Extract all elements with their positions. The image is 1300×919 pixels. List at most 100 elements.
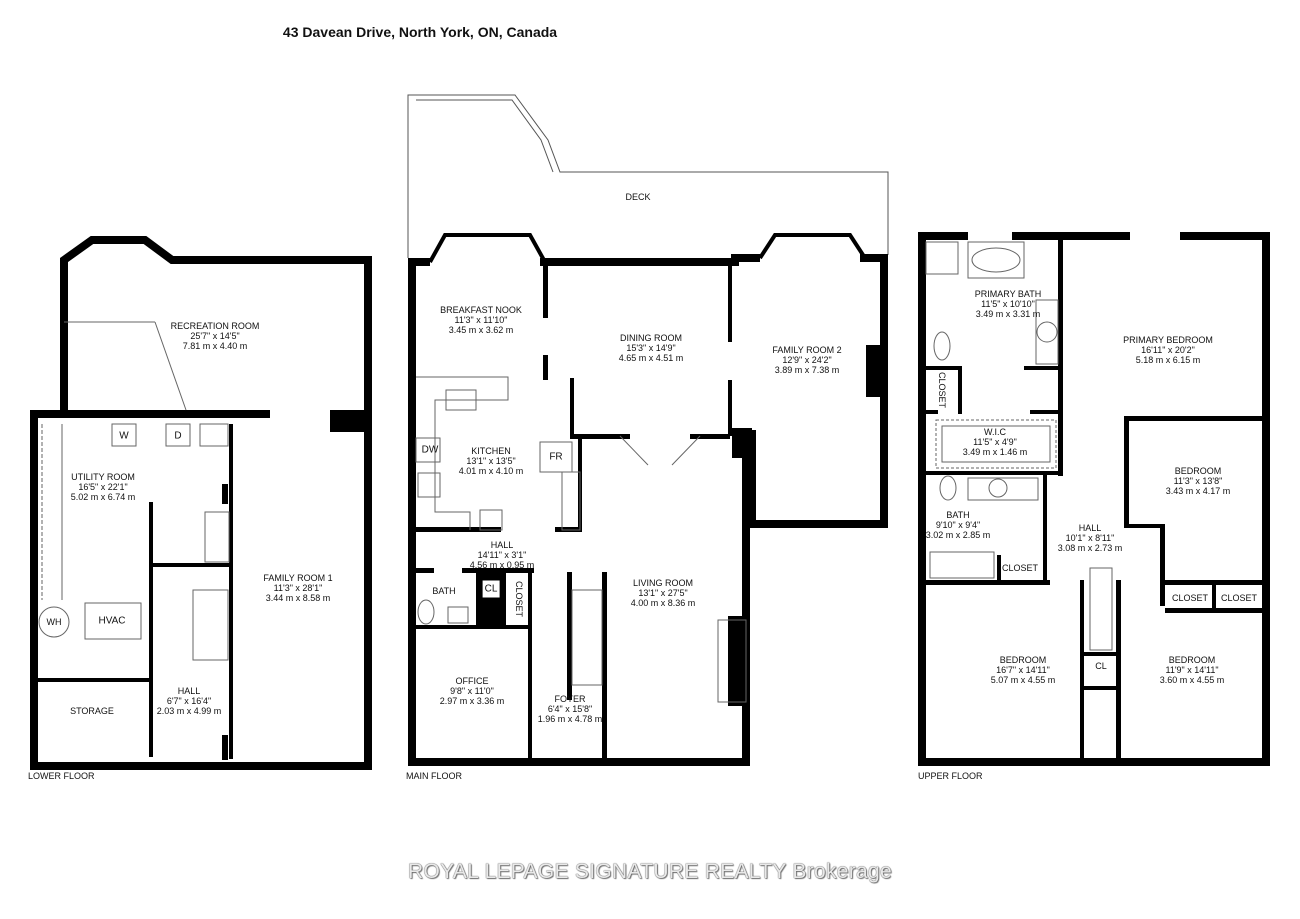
room-name: RECREATION ROOM [170, 321, 260, 331]
room-dimensions-metric: 2.03 m x 4.99 m [156, 706, 222, 716]
room-name: BEDROOM [1168, 655, 1216, 665]
room-dimensions-metric: 3.43 m x 4.17 m [1165, 486, 1231, 496]
lower-floor-inner-walls [34, 410, 370, 760]
room-dimensions-imperial: 11'3" x 13'8" [1173, 476, 1223, 486]
room-name: BATH [432, 586, 456, 596]
room-dimensions-imperial: 11'3" x 28'1" [273, 583, 323, 593]
room-dimensions-metric: 3.60 m x 4.55 m [1159, 675, 1225, 685]
room-dimensions-metric: 3.02 m x 2.85 m [925, 530, 991, 540]
room-name: PRIMARY BATH [974, 289, 1042, 299]
water-heater-label: WH [46, 617, 62, 627]
brokerage-watermark: ROYAL LEPAGE SIGNATURE REALTY Brokerage [408, 860, 892, 883]
room-name: PRIMARY BEDROOM [1123, 335, 1213, 345]
room-dimensions-metric: 4.01 m x 4.10 m [458, 466, 524, 476]
upper-closet-cl: CL [1095, 661, 1107, 671]
room-name: FOYER [554, 694, 586, 704]
room-dimensions-imperial: 11'3" x 11'10" [454, 315, 508, 325]
room-dimensions-imperial: 11'5" x 10'10" [981, 299, 1035, 309]
room-dimensions-imperial: 16'11" x 20'2" [1141, 345, 1195, 355]
room-name: KITCHEN [471, 446, 511, 456]
room-dimensions-imperial: 11'9" x 14'11" [1165, 665, 1219, 675]
room-name: STORAGE [70, 706, 114, 716]
room-name: W.I.C [984, 427, 1006, 437]
room-dimensions-imperial: 9'10" x 9'4" [935, 520, 981, 530]
room-dimensions-metric: 3.45 m x 3.62 m [448, 325, 514, 335]
room-storage: STORAGE [70, 706, 114, 716]
room-dimensions-metric: 5.02 m x 6.74 m [70, 492, 136, 502]
room-dimensions-imperial: 14'11" x 3'1" [477, 550, 527, 560]
main-closet-cl: CL [482, 580, 500, 598]
main-closet: CLOSET [514, 580, 524, 618]
deck-label: DECK [625, 192, 651, 202]
room-dimensions-metric: 1.96 m x 4.78 m [537, 714, 603, 724]
hvac-label: HVAC [98, 615, 126, 627]
upper-floor-walls [918, 232, 1270, 766]
room-dimensions-imperial: 16'7" x 14'11" [996, 665, 1050, 675]
fridge-label: FR [549, 451, 563, 463]
room-dimensions-metric: 3.08 m x 2.73 m [1057, 543, 1123, 553]
bath-closet: CLOSET [1001, 563, 1039, 573]
room-name: FAMILY ROOM 2 [772, 345, 842, 355]
room-dimensions-imperial: 6'7" x 16'4" [166, 696, 212, 706]
dryer-label: D [174, 430, 182, 442]
deck-outline [407, 94, 889, 258]
room-name: BEDROOM [1174, 466, 1222, 476]
room-dimensions-metric: 4.56 m x 0.95 m [469, 560, 535, 570]
room-name: UTILITY ROOM [71, 472, 135, 482]
room-name: BREAKFAST NOOK [440, 305, 522, 315]
room-dimensions-metric: 5.07 m x 4.55 m [990, 675, 1056, 685]
room-dimensions-metric: 7.81 m x 4.40 m [182, 341, 248, 351]
dishwasher-label: DW [421, 444, 439, 456]
room-dimensions-metric: 3.44 m x 8.58 m [265, 593, 331, 603]
room-dimensions-imperial: 13'1" x 27'5" [638, 588, 688, 598]
room-dimensions-metric: 4.00 m x 8.36 m [630, 598, 696, 608]
room-name: HALL [177, 686, 201, 696]
upper-floor-inner-walls [922, 236, 1266, 762]
bedroom-closet-1: CLOSET [1171, 593, 1209, 603]
room-name: LIVING ROOM [632, 578, 693, 588]
room-dimensions-imperial: 13'1" x 13'5" [466, 456, 516, 466]
room-name: FAMILY ROOM 1 [263, 573, 333, 583]
primary-closet: CLOSET [937, 371, 947, 409]
lower-floor-label: LOWER FLOOR [28, 771, 95, 781]
room-dimensions-imperial: 12'9" x 24'2" [782, 355, 832, 365]
page-title: 43 Davean Drive, North York, ON, Canada [282, 24, 558, 40]
lower-floor-walls [30, 236, 372, 770]
room-dimensions-imperial: 9'8" x 11'0" [450, 686, 494, 696]
room-dimensions-imperial: 16'5" x 22'1" [78, 482, 128, 492]
room-dimensions-imperial: 6'4" x 15'8" [547, 704, 593, 714]
main-floor-fixtures [415, 376, 747, 703]
room-dimensions-imperial: 15'3" x 14'9" [626, 343, 676, 353]
bedroom-closet-2: CLOSET [1220, 593, 1258, 603]
room-dimensions-metric: 2.97 m x 3.36 m [439, 696, 505, 706]
room-dimensions-imperial: 25'7" x 14'5" [190, 331, 240, 341]
room-name: HALL [1078, 523, 1102, 533]
room-name: DINING ROOM [620, 333, 682, 343]
room-dimensions-metric: 3.49 m x 3.31 m [975, 309, 1041, 319]
room-dimensions-metric: 3.49 m x 1.46 m [962, 447, 1028, 457]
room-name: BEDROOM [999, 655, 1047, 665]
washer-label: W [119, 430, 129, 442]
room-name: BATH [946, 510, 970, 520]
room-dimensions-metric: 5.18 m x 6.15 m [1135, 355, 1201, 365]
